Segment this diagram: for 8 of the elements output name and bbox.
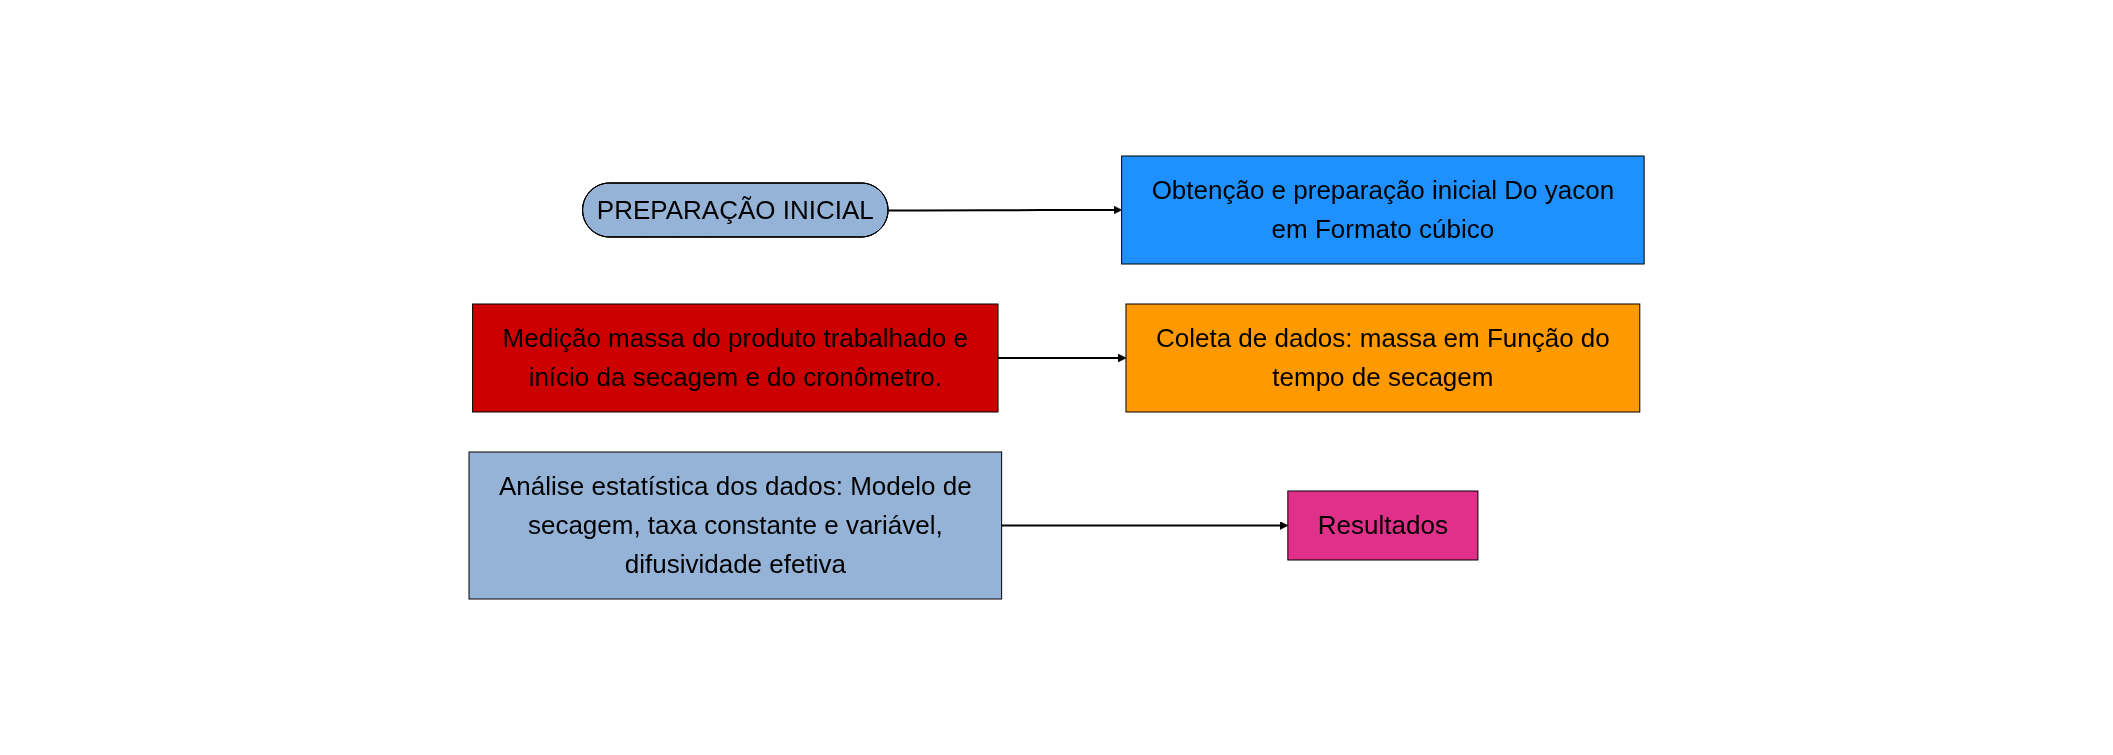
node-box: Medição massa do produto trabalhado e início da secagem e do cronômetro. xyxy=(472,303,999,413)
arrow xyxy=(887,205,1122,215)
arrow xyxy=(996,353,1127,363)
node-box: Obtenção e preparação inicial Do yacon em Formato cúbico xyxy=(1121,155,1645,265)
arrow xyxy=(1000,521,1289,530)
node-box: Resultados xyxy=(1287,490,1479,561)
node-box: Coleta de dados: massa em Função do tempo de secagem xyxy=(1125,303,1641,413)
node-box: Análise estatística dos dados: Modelo de secagem, taxa constante e variável, difusividade efetiva xyxy=(468,451,1003,600)
